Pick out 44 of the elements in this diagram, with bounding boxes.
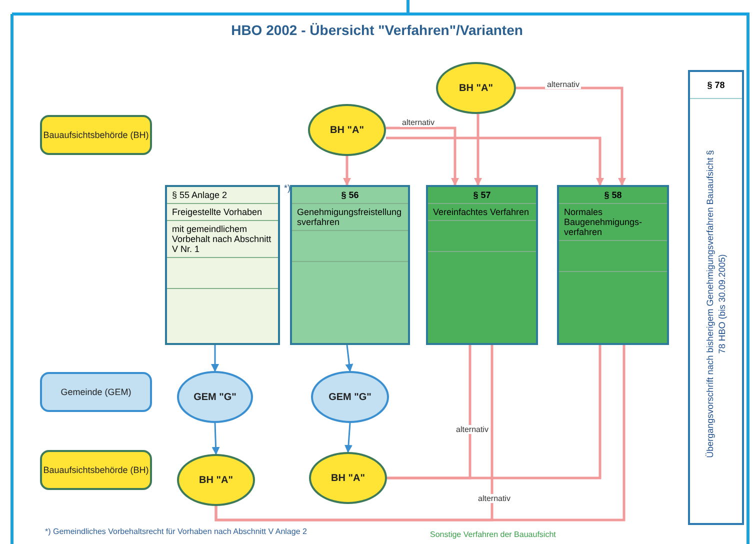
edge-label: alternativ [400,118,436,127]
connector-arrow [212,422,220,455]
section-heading: § 58 [559,187,667,204]
connector-arrow [386,126,459,186]
legend-box [40,372,152,412]
process-box [290,185,410,345]
process-box [426,185,538,345]
title: HBO 2002 - Übersicht "Verfahren"/Varianten [230,22,524,38]
edge-label: alternativ [545,80,582,89]
node-label: Bauaufsichtsbehörde (BH) [43,130,149,140]
node-label: GEM "G" [193,392,237,402]
connector-arrow [474,114,482,186]
node-label: GEM "G" [328,392,372,402]
footnote-mark: *) [284,183,290,193]
node-label: Bauaufsichtsbehörde (BH) [43,465,149,475]
box-text: Vereinfachtes Verfahren [428,204,536,221]
box-text: Normales Baugenehmigungs-verfahren [559,204,667,241]
section-heading: § 78 [690,72,742,99]
section-heading: § 57 [428,187,536,204]
note-text: *) Gemeindliches Vorbehaltsrecht für Vorhaben nach Abschnitt V Anlage 2 [45,527,307,536]
process-box [557,185,669,345]
node-label: BH "A" [329,124,365,136]
section-heading: § 55 Anlage 2 [167,187,278,204]
connector-arrow [344,422,352,453]
box-text: Genehmigungsfreistellungsverfahren [292,204,408,231]
edge-label: alternativ [454,425,490,434]
connector-arrow [345,344,354,372]
node-label: Gemeinde (GEM) [60,387,132,397]
connector-arrow [211,345,219,372]
side-panel [688,70,744,525]
node-label: BH "A" [330,472,366,484]
box-text: Freigestellte Vorhaben [167,204,278,221]
legend-box [40,115,152,155]
section-heading: § 56 [292,187,408,204]
vertical-text: Übergangsvorschrift nach bisherigem Genehmigungsverfahren Bauaufsicht § 78 HBO (bis 30.09.2005) [704,149,728,460]
box-text: mit gemeindlichem Vorbehalt nach Abschnitt V Nr. 1 [167,221,278,258]
connector-arrow [343,156,351,186]
edge-label: alternativ [476,494,512,503]
connector-arrow [516,86,626,186]
note-text: Sonstige Verfahren der Bauaufsicht [430,530,556,539]
node-label: BH "A" [198,474,234,486]
connector-arrow [386,136,604,186]
legend-box [40,450,152,490]
node-label: BH "A" [458,82,494,94]
